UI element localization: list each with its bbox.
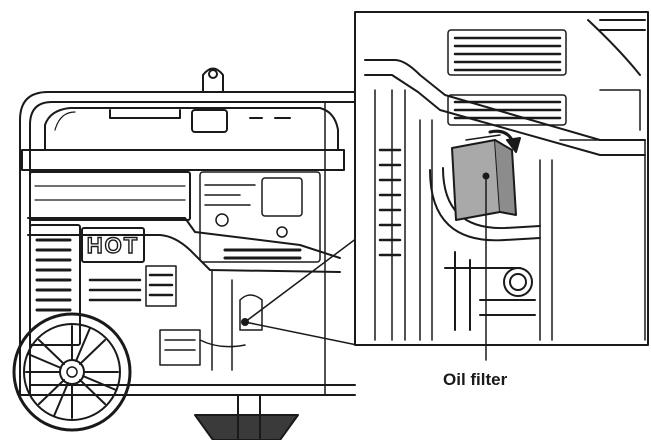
tank-base-band xyxy=(21,149,345,171)
turn-direction-arrow-icon xyxy=(488,129,521,153)
inset-cooling-fins xyxy=(447,29,567,126)
inset-frame-tubes xyxy=(364,19,646,156)
hot-warning-label: HOT xyxy=(87,233,139,258)
oil-filter-label: Oil filter xyxy=(443,370,508,389)
magnified-inset xyxy=(354,11,649,361)
inset-engine-walls xyxy=(374,89,646,341)
control-panel xyxy=(27,171,341,346)
wheel xyxy=(12,312,132,432)
fuel-tank xyxy=(44,107,339,151)
lifting-hook xyxy=(202,67,224,93)
oil-filter xyxy=(451,134,517,221)
hot-warning-box xyxy=(81,227,145,263)
side-grille xyxy=(88,265,177,307)
callout-connector xyxy=(244,237,358,346)
callout-origin-point xyxy=(241,318,249,326)
base-stand xyxy=(194,414,299,440)
